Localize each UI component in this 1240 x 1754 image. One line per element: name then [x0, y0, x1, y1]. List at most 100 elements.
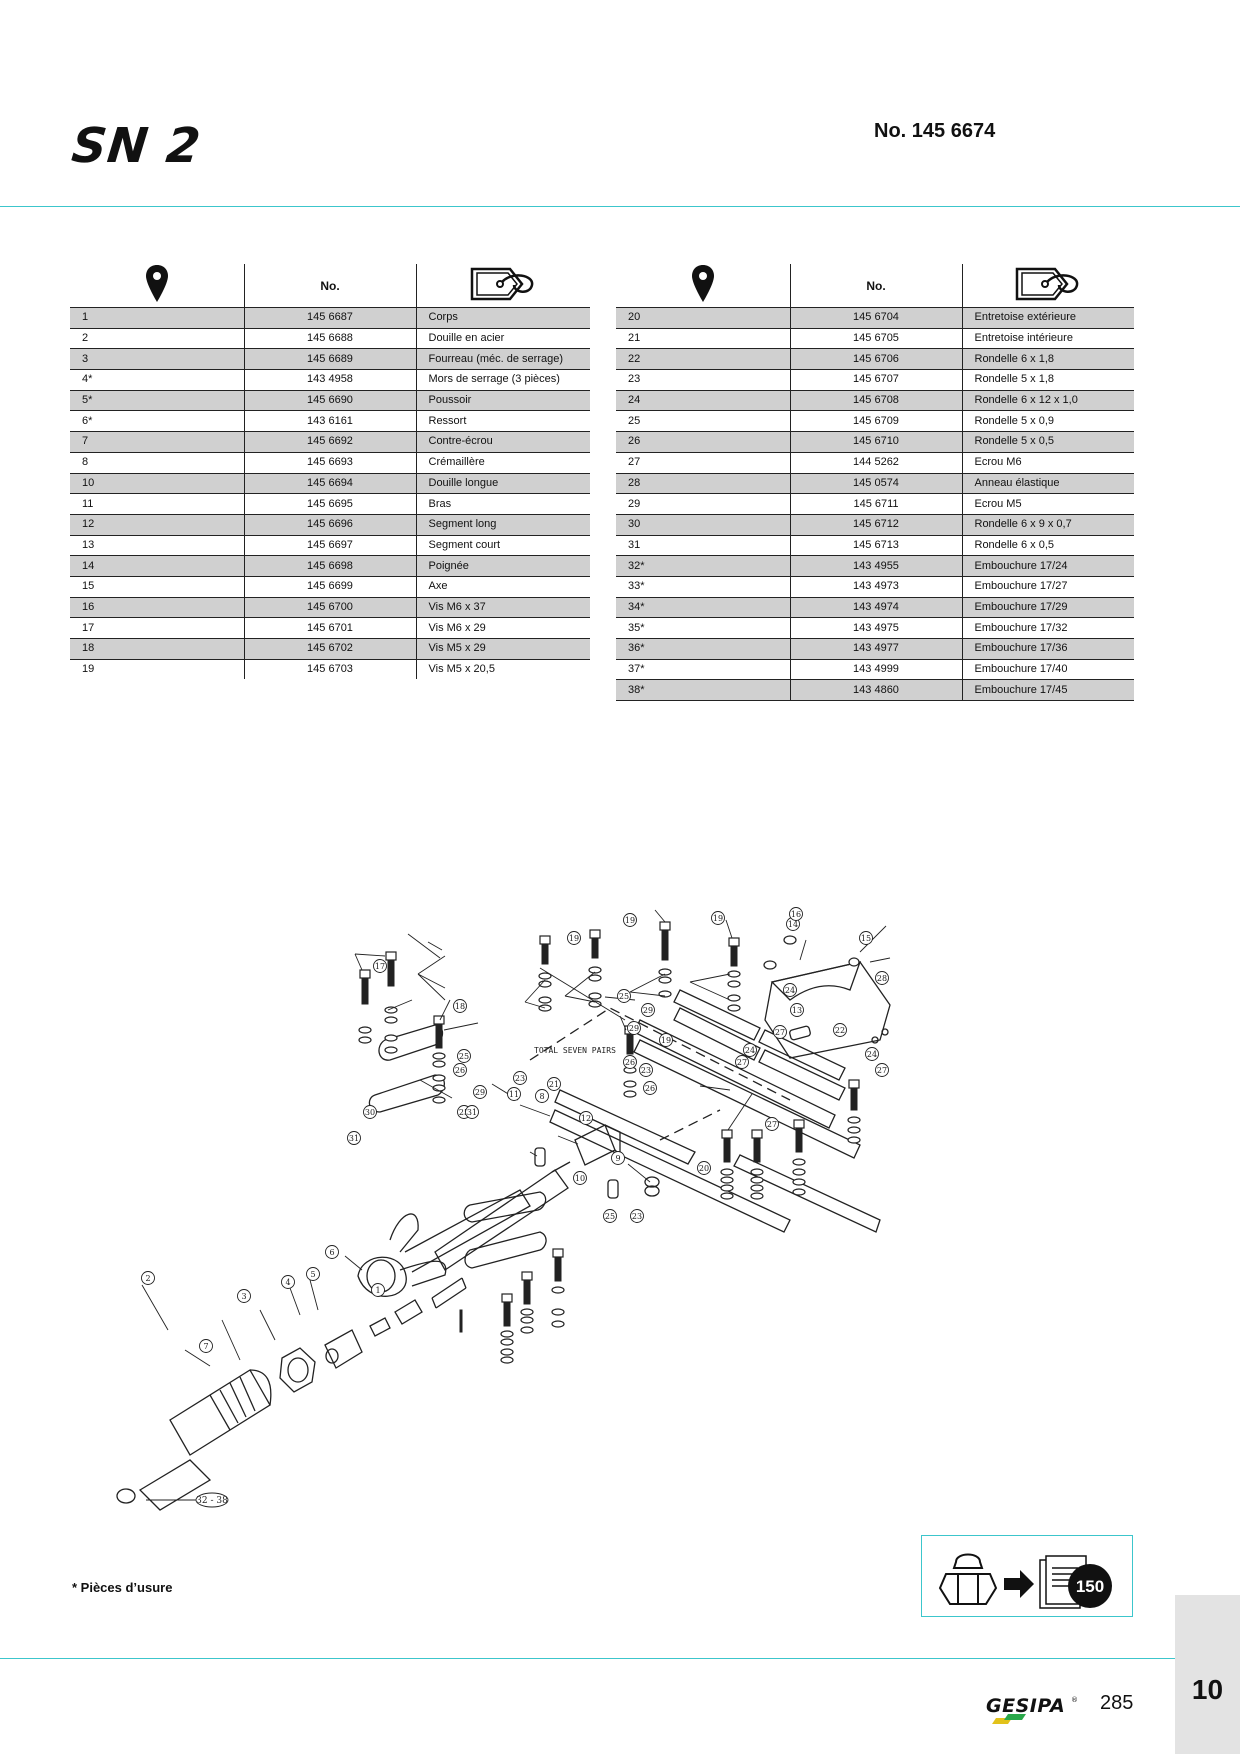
part-number: No. 145 6674 [874, 120, 996, 142]
callout-label: 29 [475, 1088, 485, 1097]
callout-circle [875, 971, 889, 985]
description-cell: Crémaillère [415, 452, 590, 474]
part-number-cell: 145 6703 [243, 659, 416, 680]
callout-circle [347, 1131, 361, 1145]
callout-label: 23 [515, 1074, 525, 1083]
part-number-cell: 145 6709 [789, 410, 962, 433]
position-cell: 18 [70, 638, 244, 660]
callout-label: 1 [375, 1286, 380, 1295]
description-cell: Douille longue [415, 473, 590, 495]
position-cell: 31 [616, 535, 790, 557]
part-number-cell: 145 6702 [243, 638, 416, 660]
callout-label: 10 [575, 1174, 585, 1183]
description-cell: Rondelle 6 x 1,8 [961, 348, 1134, 371]
callout-circle [735, 1055, 749, 1069]
callout-label: 3 [241, 1292, 246, 1301]
callout-label: 26 [645, 1084, 655, 1093]
number-column-header: No. [243, 264, 416, 308]
position-cell: 23 [616, 369, 790, 391]
position-cell: 32* [616, 555, 790, 577]
description-cell: Segment long [415, 514, 590, 536]
callout-circle [643, 1081, 657, 1095]
callout-label: 11 [509, 1090, 519, 1099]
callout-label: 31 [349, 1134, 359, 1143]
location-pin-icon [145, 265, 168, 302]
location-pin-icon [691, 265, 714, 302]
callout-circle [611, 1151, 625, 1165]
brand-name: GESIPA [986, 1695, 1065, 1717]
description-cell: Rondelle 5 x 1,8 [961, 369, 1134, 391]
callout-circle [363, 1105, 377, 1119]
callout-label: 14 [788, 920, 798, 929]
position-cell: 16 [70, 597, 244, 619]
callout-label: 8 [539, 1092, 544, 1101]
position-cell: 29 [616, 493, 790, 515]
part-number-cell: 145 6699 [243, 576, 416, 598]
callout-label: 25 [459, 1052, 469, 1061]
callout-circle [573, 1171, 587, 1185]
callout-label: 25 [459, 1108, 469, 1117]
callout-label: 24 [867, 1050, 877, 1059]
callout-label: 24 [785, 986, 795, 995]
number-column-header: No. [789, 264, 962, 308]
header-divider [0, 206, 1240, 207]
description-cell: Axe [415, 576, 590, 598]
part-number-cell: 145 6692 [243, 431, 416, 453]
callout-circle [765, 1117, 779, 1131]
position-cell: 28 [616, 473, 790, 495]
description-cell: Douille en acier [415, 328, 590, 350]
arrow-right-icon [1004, 1570, 1034, 1598]
part-number-cell: 145 6694 [243, 473, 416, 495]
part-number-cell: 145 6706 [789, 348, 962, 371]
callout-circle [453, 1063, 467, 1077]
description-cell: Anneau élastique [961, 473, 1134, 495]
part-number-cell: 145 6705 [789, 328, 962, 350]
part-number-cell: 145 6688 [243, 328, 416, 350]
callout-label: 29 [629, 1024, 639, 1033]
callout-circle [639, 1063, 653, 1077]
reference-page-number: 150 [1076, 1577, 1104, 1596]
description-cell: Vis M6 x 29 [415, 617, 590, 639]
description-cell: Rondelle 6 x 12 x 1,0 [961, 390, 1134, 412]
callout-circle [865, 1047, 879, 1061]
callout-label: 19 [625, 916, 635, 925]
range-callout: 32 - 38 [196, 1496, 228, 1506]
part-number-cell: 143 4977 [789, 638, 962, 660]
description-cell: Embouchure 17/40 [961, 659, 1134, 681]
description-cell: Ressort [415, 410, 590, 433]
nosepiece-reference-graphic: 150 [938, 1553, 1112, 1609]
description-cell: Embouchure 17/29 [961, 597, 1134, 619]
callout-circle [325, 1245, 339, 1259]
part-number-cell: 145 6710 [789, 431, 962, 453]
part-number-cell: 145 6701 [243, 617, 416, 639]
chapter-tab [1175, 1595, 1240, 1754]
callout-label: 26 [455, 1066, 465, 1075]
callout-label: 29 [643, 1006, 653, 1015]
callout-label: 25 [619, 992, 629, 1001]
position-cell: 20 [616, 307, 790, 329]
callout-circle [199, 1339, 213, 1353]
table-header-row: No. [616, 264, 1134, 308]
description-cell: Embouchure 17/45 [961, 679, 1134, 702]
description-cell: Rondelle 6 x 0,5 [961, 535, 1134, 557]
description-cell: Fourreau (méc. de serrage) [415, 348, 590, 371]
position-column-header [70, 264, 244, 308]
part-number-cell: 145 6693 [243, 452, 416, 474]
description-cell: Rondelle 5 x 0,9 [961, 410, 1134, 433]
callout-label: 20 [699, 1164, 709, 1173]
position-cell: 26 [616, 431, 790, 453]
part-number-cell: 145 6708 [789, 390, 962, 412]
callout-circle [373, 959, 387, 973]
